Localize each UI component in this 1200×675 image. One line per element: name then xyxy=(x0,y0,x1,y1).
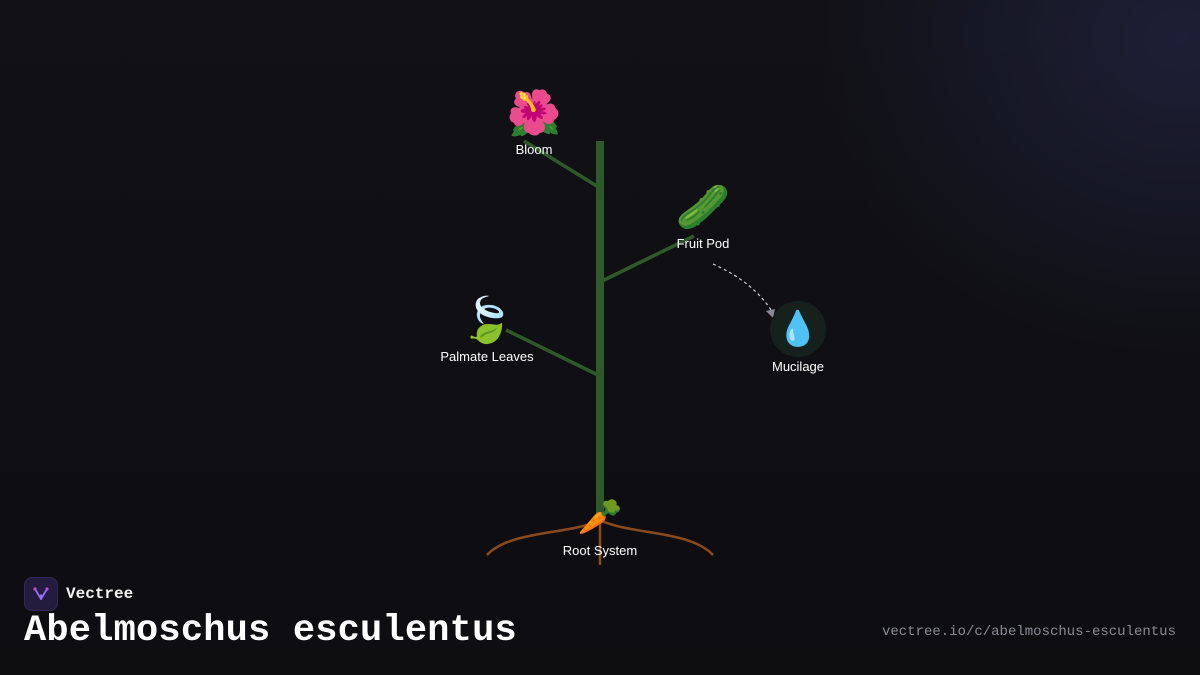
root-left xyxy=(486,518,601,556)
brand-name: Vectree xyxy=(66,585,134,603)
node-label: Root System xyxy=(562,543,638,558)
node-mucilage[interactable]: 💧 Mucilage xyxy=(770,301,826,374)
branch-palmate-leaves xyxy=(505,328,601,378)
cucumber-icon: 🥒 xyxy=(675,182,731,233)
hibiscus-icon: 🌺 xyxy=(506,88,562,139)
node-root-system[interactable]: 🥕 Root System xyxy=(563,495,637,558)
branch-fruit-pod xyxy=(599,234,695,284)
node-label: Bloom xyxy=(515,142,553,157)
droplet-icon: 💧 xyxy=(770,301,826,357)
leaf-fluttering-icon: 🍃 xyxy=(459,295,515,346)
node-bloom[interactable]: 🌺 Bloom xyxy=(507,88,562,157)
edge-fruit-to-mucilage xyxy=(712,263,774,314)
vectree-logo-icon xyxy=(24,577,58,611)
node-fruit-pod[interactable]: 🥒 Fruit Pod xyxy=(676,182,731,251)
root-right xyxy=(599,518,714,556)
node-label: Mucilage xyxy=(771,359,825,374)
node-label: Fruit Pod xyxy=(676,236,730,251)
branch-bloom xyxy=(523,139,601,190)
page-url[interactable]: vectree.io/c/abelmoschus-esculentus xyxy=(881,624,1176,640)
node-palmate-leaves[interactable]: 🍃 Palmate Leaves xyxy=(440,295,533,364)
carrot-icon: 🥕 xyxy=(577,497,623,538)
node-label: Palmate Leaves xyxy=(440,349,534,364)
brand: Vectree xyxy=(24,577,133,611)
page-title: Abelmoschus esculentus xyxy=(24,610,517,652)
